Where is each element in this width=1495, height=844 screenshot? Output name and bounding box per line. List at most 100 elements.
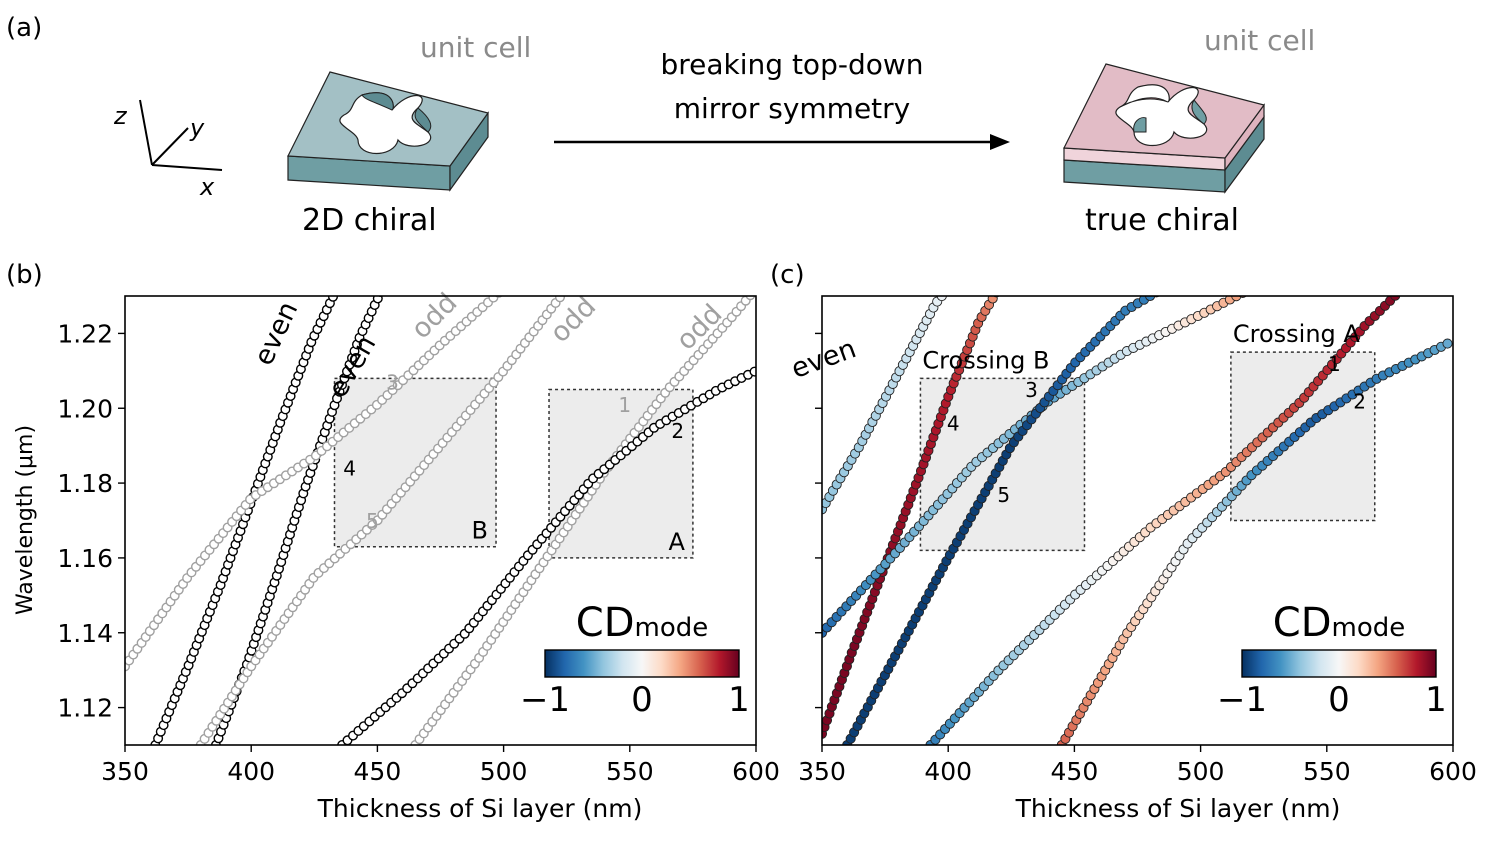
- data-point: [987, 296, 998, 304]
- mode-number: 4: [947, 412, 960, 436]
- colorbar-gradient: [1241, 649, 1437, 678]
- series-2: [125, 296, 503, 672]
- panel-c-label: (c): [770, 260, 805, 290]
- data-point: [555, 296, 565, 303]
- caption-true-chiral: true chiral: [1085, 203, 1239, 238]
- y-tick-label: 1.16: [57, 544, 113, 573]
- y-ticks: [815, 332, 822, 709]
- y-axis-line: [151, 127, 189, 166]
- x-tick-label: 400: [924, 757, 972, 786]
- colorbar-title: CDmode: [1273, 600, 1405, 646]
- colorbar-tick-label: 1: [1425, 680, 1447, 720]
- arrow-text-line2: mirror symmetry: [674, 92, 911, 125]
- y-tick-label: 1.14: [57, 619, 113, 648]
- colorbar-title: CDmode: [576, 600, 708, 646]
- arrow-head-icon: [990, 134, 1010, 150]
- data-point: [1145, 296, 1156, 302]
- hole-inner-wall: [1133, 117, 1147, 133]
- axes-icon: [139, 99, 223, 171]
- x-tick-label: 350: [798, 757, 846, 786]
- z-axis-label: z: [113, 102, 128, 130]
- y-axis-title: Wavelength (μm): [13, 425, 38, 615]
- hole-inner-wall: [1119, 97, 1169, 108]
- mode-number: 5: [997, 483, 1010, 507]
- unit-cell-label-right: unit cell: [1204, 24, 1315, 57]
- series-5: [1056, 338, 1453, 745]
- mode-number: 1: [618, 393, 631, 417]
- y-tick-label: 1.20: [57, 394, 113, 423]
- hole-inner-wall: [1191, 99, 1207, 125]
- crossing-label: Crossing A: [1233, 320, 1361, 348]
- data-point: [561, 296, 567, 297]
- series-4: [410, 285, 760, 745]
- highlight-boxes: [333, 377, 694, 559]
- x-axis-line: [151, 164, 223, 171]
- x-axis-title: Thickness of Si layer (nm): [1015, 794, 1341, 823]
- colorbar-tick-label: 1: [728, 680, 750, 720]
- series-3: [842, 284, 1167, 745]
- colorbar-tick-label: 0: [1328, 680, 1350, 720]
- series-3: [195, 296, 567, 745]
- plot-frame: [124, 295, 757, 746]
- mode-number: 5: [366, 509, 379, 533]
- scatter-series: [822, 284, 1453, 745]
- y-tick-label: 1.18: [57, 469, 113, 498]
- unit-cell-label-left: unit cell: [420, 31, 531, 64]
- data-point: [1390, 296, 1401, 301]
- curve-label: odd: [671, 298, 729, 356]
- data-point: [377, 296, 384, 297]
- y-tick-label: 1.22: [57, 319, 113, 348]
- data-point: [745, 296, 756, 301]
- mode-number: 1: [1328, 352, 1341, 376]
- x-axis-label: x: [199, 173, 215, 201]
- panel-a-label: (a): [6, 13, 42, 43]
- crossing-label: Crossing B: [922, 346, 1049, 374]
- data-point: [1442, 338, 1453, 349]
- x-tick-label: 600: [732, 757, 780, 786]
- caption-2d-chiral: 2D chiral: [302, 203, 437, 238]
- box-label: A: [668, 528, 685, 556]
- series-5: [337, 366, 756, 745]
- mode-number: 3: [386, 371, 399, 395]
- series-4: [925, 286, 1405, 745]
- series-0: [822, 296, 947, 515]
- z-axis-line: [139, 99, 153, 166]
- y-tick-label: 1.12: [57, 694, 113, 723]
- box-label: B: [472, 517, 488, 545]
- data-point: [749, 366, 756, 377]
- colorbar-gradient: [544, 649, 740, 678]
- x-axis-title: Thickness of Si layer (nm): [317, 794, 643, 823]
- y-axis-label: y: [189, 114, 205, 142]
- x-tick-label: 400: [227, 757, 275, 786]
- hole-inner-wall: [361, 92, 394, 111]
- hole-inner-wall: [414, 107, 432, 133]
- data-point: [751, 285, 760, 294]
- colorbar-tick-label: −1: [520, 680, 570, 720]
- slab-2d-chiral: [287, 71, 489, 192]
- data-point: [1244, 285, 1253, 294]
- mode-number: 4: [343, 457, 356, 481]
- data-point: [1396, 286, 1405, 295]
- x-tick-label: 350: [101, 757, 149, 786]
- curve-label: even: [787, 333, 860, 385]
- x-tick-label: 450: [1051, 757, 1099, 786]
- curve-label: even: [248, 297, 304, 370]
- mode-number: 2: [1353, 389, 1366, 413]
- series-2: [822, 285, 1253, 638]
- data-point: [1158, 284, 1167, 293]
- chiral-hole: [339, 92, 432, 154]
- plot-frame: [821, 295, 1454, 746]
- scatter-series: [125, 285, 760, 745]
- panel-b-label: (b): [6, 260, 43, 290]
- data-point: [488, 296, 499, 303]
- x-tick-label: 550: [1303, 757, 1351, 786]
- mode-number: 2: [671, 419, 684, 443]
- arrow-text-line1: breaking top-down: [660, 48, 923, 81]
